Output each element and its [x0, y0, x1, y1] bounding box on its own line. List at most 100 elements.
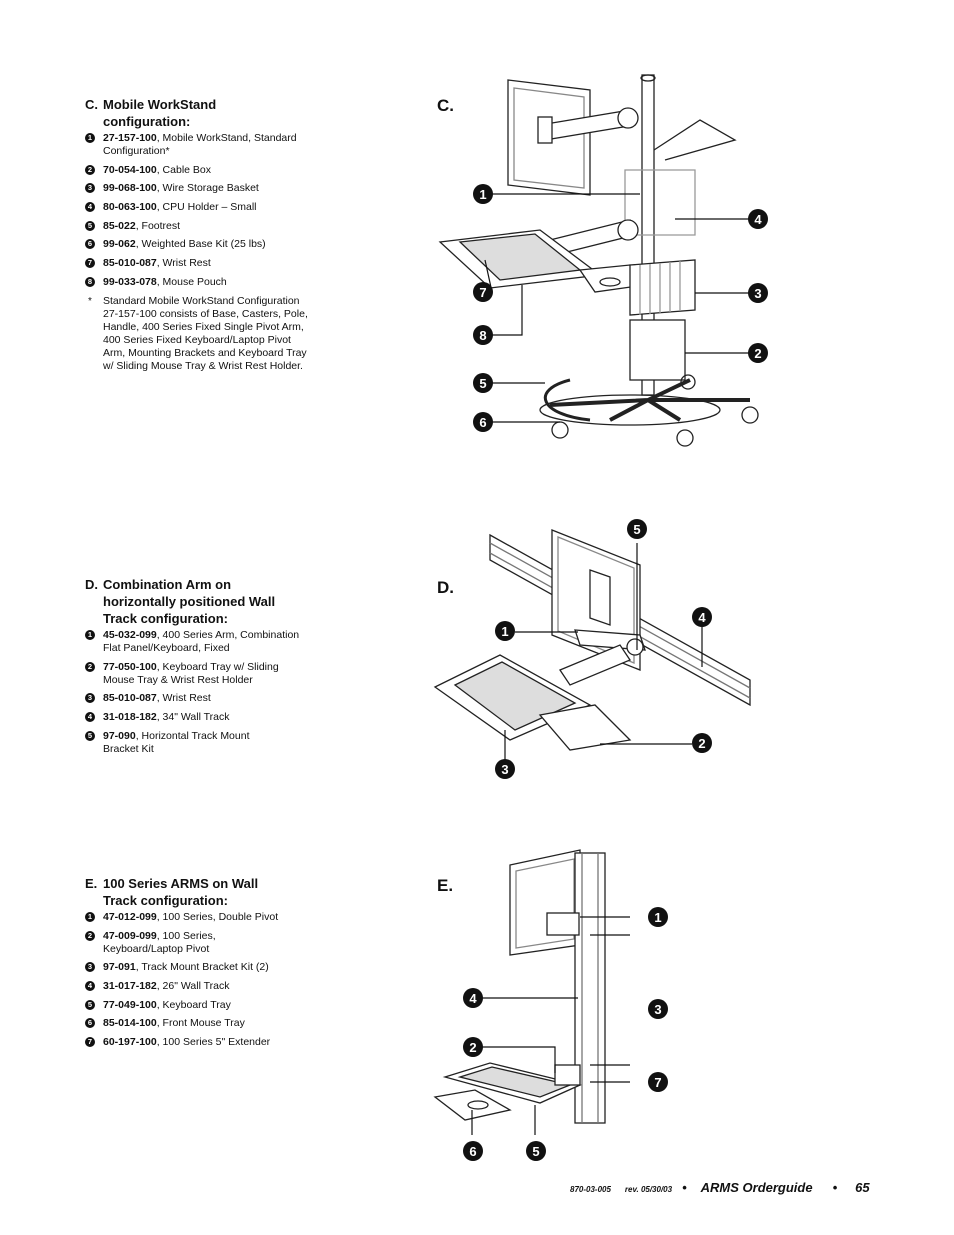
svg-text:8: 8 [479, 328, 486, 343]
callout-2: 2 [463, 1037, 483, 1057]
part-code: 77-050-100 [103, 660, 157, 673]
svg-text:5: 5 [479, 376, 486, 391]
svg-text:1: 1 [479, 187, 486, 202]
part-code: 99-033-078 [103, 275, 157, 288]
section-d-parts-list: 1 45-032-099, 400 Series Arm, Combination… [85, 629, 325, 756]
number-badge: 5 [85, 220, 95, 231]
number-badge: 1 [85, 133, 95, 143]
svg-text:3: 3 [654, 1002, 661, 1017]
part-code: 31-018-182 [103, 711, 157, 724]
section-c-title-text: Mobile WorkStand configuration: [103, 97, 217, 129]
callout-3: 3 [495, 759, 515, 779]
part-description: , Keyboard Tray w/ Sliding Mouse Tray & … [103, 660, 279, 686]
section-d-title: D. Combination Arm on horizontally posit… [85, 576, 325, 627]
part-code: 47-009-099 [103, 929, 157, 942]
number-badge: 4 [85, 981, 95, 992]
callout-1: 1 [495, 621, 515, 641]
guide-title: ARMS Orderguide [700, 1180, 813, 1195]
part-description: , Keyboard Tray [156, 998, 231, 1011]
callout-8: 8 [473, 325, 493, 345]
number-badge: 5 [85, 730, 95, 741]
parts-list-item: 1 45-032-099, 400 Series Arm, Combination… [85, 629, 325, 655]
figure-c-letter: C. [437, 96, 454, 115]
part-description: , Cable Box [156, 163, 211, 176]
figure-c-callouts: 1 4 7 3 8 2 5 6 [473, 184, 768, 432]
part-code: 97-090 [103, 729, 136, 742]
part-code: 47-012-099 [103, 911, 157, 923]
parts-list-item: 5 85-022, Footrest [85, 220, 325, 233]
svg-text:1: 1 [654, 910, 661, 925]
part-description: , Weighted Base Kit (25 lbs) [135, 238, 266, 251]
part-code: 85-010-087 [103, 692, 157, 705]
part-code: 27-157-100 [103, 132, 157, 144]
callout-5: 5 [473, 373, 493, 393]
part-description: , Wrist Rest [156, 692, 211, 705]
part-description: , Mouse Pouch [156, 275, 227, 288]
revision: rev. 05/30/03 [624, 1185, 673, 1194]
parts-list-item: 2 77-050-100, Keyboard Tray w/ Sliding Mo… [85, 661, 325, 687]
section-c: C. Mobile WorkStand configuration: 1 27-1… [85, 96, 325, 378]
section-c-title: C. Mobile WorkStand configuration: [85, 96, 325, 130]
callout-5: 5 [627, 519, 647, 539]
figure-e-100-series-illustration [433, 849, 630, 1135]
part-code: 70-054-100 [103, 163, 157, 176]
number-badge: 2 [85, 930, 95, 941]
part-code: 45-032-099 [103, 629, 157, 641]
section-d-letter: D. [85, 577, 98, 592]
parts-list-item: 7 60-197-100, 100 Series 5" Extender [85, 1036, 325, 1049]
svg-text:2: 2 [469, 1040, 476, 1055]
part-description: , 400 Series Arm, Combination Flat Panel… [103, 629, 300, 654]
part-description: , 34" Wall Track [156, 711, 230, 724]
section-c-letter: C. [85, 97, 98, 112]
svg-text:4: 4 [469, 991, 477, 1006]
svg-text:2: 2 [754, 346, 761, 361]
svg-text:7: 7 [479, 285, 486, 300]
number-badge: 1 [85, 912, 95, 922]
callout-2: 2 [748, 343, 768, 363]
section-e-letter: E. [85, 876, 98, 891]
part-description: , 26" Wall Track [156, 980, 230, 993]
svg-text:3: 3 [754, 286, 761, 301]
callout-4: 4 [463, 988, 483, 1008]
callout-1: 1 [648, 907, 668, 927]
part-code: 60-197-100 [103, 1036, 157, 1049]
callout-3: 3 [648, 999, 668, 1019]
callout-3: 3 [748, 283, 768, 303]
part-description: , 100 Series 5" Extender [156, 1036, 271, 1049]
part-code: 80-063-100 [103, 201, 157, 214]
callout-1: 1 [473, 184, 493, 204]
callout-4: 4 [748, 209, 768, 229]
callout-7: 7 [473, 282, 493, 302]
number-badge: 2 [85, 661, 95, 672]
number-badge: 1 [85, 630, 95, 640]
footer-bullet: • [832, 1180, 838, 1195]
figure-d-callouts: 5 4 1 2 3 [495, 519, 712, 779]
svg-text:1: 1 [501, 624, 508, 639]
part-description: , Wrist Rest [156, 257, 211, 270]
part-code: 85-010-087 [103, 257, 157, 270]
svg-text:5: 5 [633, 522, 640, 537]
figure-e-letter: E. [437, 876, 454, 895]
part-code: 31-017-182 [103, 980, 157, 993]
footnote-mark: * [88, 295, 92, 307]
doc-number: 870-03-005 [570, 1185, 611, 1194]
number-badge: 3 [85, 962, 95, 973]
callout-5: 5 [526, 1141, 546, 1161]
part-code: 99-062 [103, 238, 136, 251]
part-description: , Footrest [135, 219, 181, 232]
number-badge: 8 [85, 276, 95, 287]
svg-text:3: 3 [501, 762, 508, 777]
number-badge: 7 [85, 1037, 95, 1048]
footer-bullet: • [682, 1180, 687, 1195]
part-description: , Track Mount Bracket Kit (2) [135, 961, 269, 974]
part-code: 85-022 [103, 219, 136, 232]
